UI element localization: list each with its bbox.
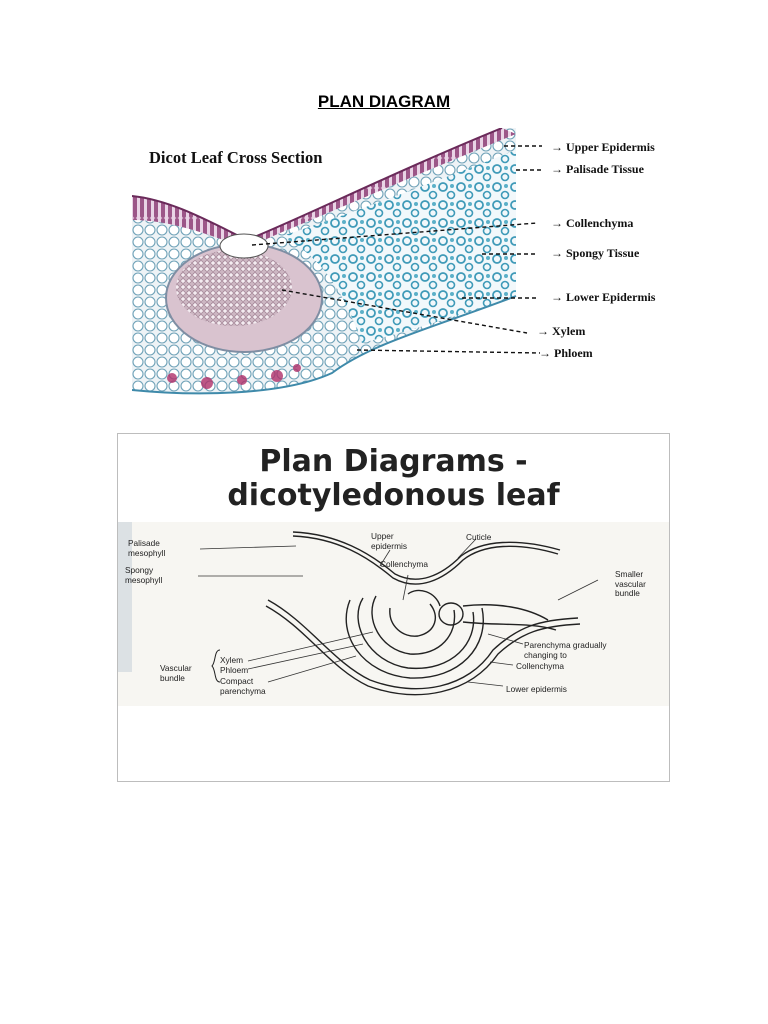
arrow-right-icon: → <box>551 140 563 154</box>
plan-label-collenchyma-top: Collenchyma <box>380 559 428 569</box>
label-xylem: → Xylem <box>537 324 586 338</box>
plan-title-line-1: Plan Diagrams - <box>259 444 528 479</box>
arrow-right-icon: → <box>539 346 551 360</box>
label-spongy-tissue: → Spongy Tissue <box>551 246 640 260</box>
arrow-right-icon: → <box>551 290 563 304</box>
plan-label-phloem: Phloem <box>220 665 249 675</box>
plan-label-collenchyma-bottom: Collenchyma <box>516 661 564 671</box>
plan-label-cuticle: Cuticle <box>466 532 492 542</box>
page-title: PLAN DIAGRAM <box>317 92 451 111</box>
label-phloem: → Phloem <box>539 346 593 360</box>
micrograph-title: Dicot Leaf Cross Section <box>149 148 323 167</box>
arrow-right-icon: → <box>551 246 563 260</box>
arrow-right-icon: → <box>551 216 563 230</box>
plan-label-xylem: Xylem <box>220 655 244 665</box>
label-upper-epidermis: → Upper Epidermis <box>551 140 655 154</box>
leaf-micrograph-image <box>132 128 542 395</box>
label-lower-epidermis: → Lower Epidermis <box>551 290 656 304</box>
label-palisade-tissue: → Palisade Tissue <box>551 162 644 176</box>
plan-title-line-2: dicotyledonous leaf <box>227 478 560 513</box>
arrow-right-icon: → <box>537 324 549 338</box>
plan-label-lower-epidermis: Lower epidermis <box>506 684 567 694</box>
label-collenchyma: → Collenchyma <box>551 216 634 230</box>
plan-diagram-drawing <box>118 522 669 706</box>
arrow-right-icon: → <box>551 162 563 176</box>
